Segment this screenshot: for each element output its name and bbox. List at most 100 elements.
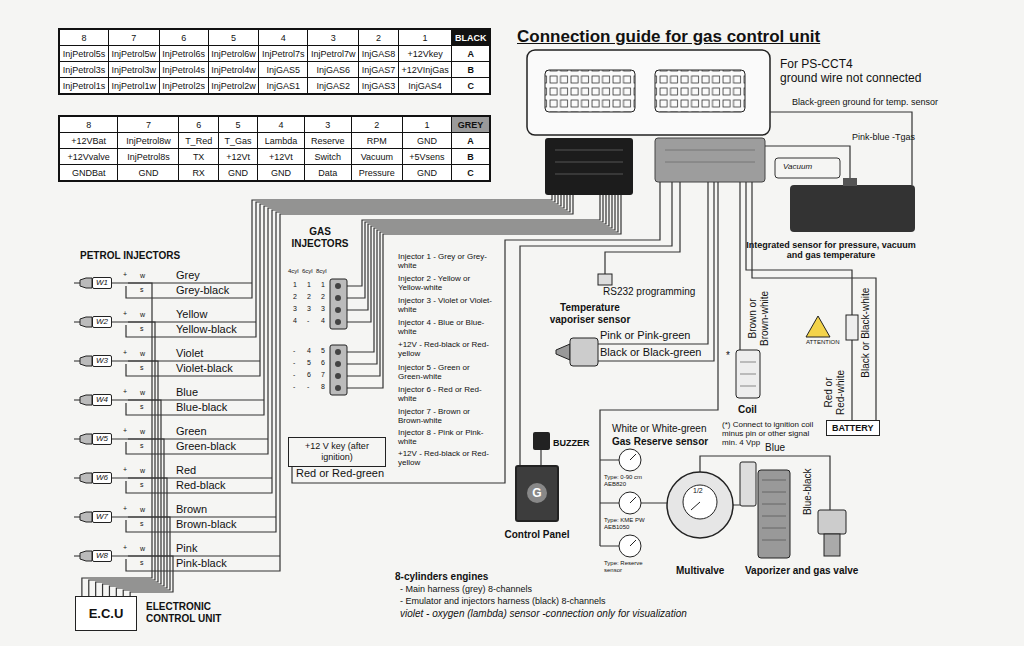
pin-name: 3 <box>325 120 330 130</box>
text-label: Integrated sensor for pressure, vacuum a… <box>742 240 920 261</box>
table-cell: InjGAS2 <box>308 78 359 95</box>
pin-name: GND <box>271 168 291 178</box>
node-text: W7 <box>96 512 108 521</box>
pin-name: 6 <box>196 120 201 130</box>
table-cell: B <box>452 149 490 165</box>
text-label: - <box>293 359 295 367</box>
pin-name: Vacuum <box>361 152 393 162</box>
text-label: s <box>140 286 144 294</box>
text-label: Type: Reserve sensor <box>604 560 656 574</box>
pin-table: 87654321GREY+12VBatInjPetrol8wT_RedT_Gas… <box>58 115 491 182</box>
text-label: 8cyl <box>316 268 327 275</box>
text-label: + <box>123 466 127 474</box>
text-label: w <box>140 506 145 514</box>
text-label: w <box>140 389 145 397</box>
pin-table: 87654321BLACKInjPetrol5sInjPetrol5wInjPe… <box>58 28 491 95</box>
text-label: 3 <box>321 305 325 313</box>
table-cell: 2 <box>352 116 403 133</box>
pin-name: T_Red <box>185 136 212 146</box>
injector-nozzle <box>80 278 92 288</box>
pin-name: InjGAS2 <box>316 81 350 91</box>
text-label: Blue-black <box>802 464 814 520</box>
text-label: Injector 3 - Violet or Violet-white <box>398 296 496 314</box>
table-cell: Lambda <box>258 133 304 149</box>
pin-name: Lambda <box>265 136 298 146</box>
gas-rail <box>330 345 347 395</box>
text-label: Multivalve <box>676 565 724 577</box>
gauge-needle <box>630 454 636 546</box>
injector-box: W3 <box>92 355 112 367</box>
injector-box: W6 <box>92 472 112 484</box>
text-label: For PS-CCT4 <box>780 58 853 72</box>
connector-ridge <box>665 150 755 162</box>
injector-box: W2 <box>92 316 112 328</box>
text-label: + <box>123 505 127 513</box>
text-label: 1 <box>307 281 311 289</box>
table-cell: InjPetrol7w <box>308 46 359 62</box>
pin-name: B <box>467 152 474 162</box>
wire <box>126 195 567 493</box>
text-label: - <box>293 371 295 379</box>
wire <box>540 450 541 465</box>
injector-nozzle <box>80 551 92 561</box>
table-row: 87654321GREY <box>59 116 490 133</box>
text-label: Brown or Brown-white <box>747 286 770 350</box>
wire <box>739 182 740 350</box>
table-cell: 8 <box>59 29 108 46</box>
table-cell: +12Vkey <box>398 46 452 62</box>
table-cell: 3 <box>304 116 351 133</box>
node-text: G <box>527 483 547 503</box>
text-label: +12V - Red-black or Red-yellow <box>398 340 496 358</box>
table-cell: InjPetrol2s <box>159 78 208 95</box>
table-cell: InjGAS4 <box>398 78 452 95</box>
node-text: W1 <box>96 278 108 287</box>
text-label: 1/2 <box>693 487 703 495</box>
pin-name: 7 <box>146 120 151 130</box>
text-label: Grey <box>176 269 200 282</box>
text-label: s <box>140 364 144 372</box>
node-text: W6 <box>96 473 108 482</box>
pin-name: Data <box>318 168 337 178</box>
vaporizer-plug <box>740 462 756 506</box>
node-text: W3 <box>96 356 108 365</box>
wire <box>347 195 618 376</box>
pin-name: GND <box>417 136 437 146</box>
text-label: Injector 5 - Green or Green-white <box>398 363 496 381</box>
text-label: Injector 8 - Pink or Pink-white <box>398 428 496 446</box>
text-label: Red-black <box>176 479 226 492</box>
pin-name: InjPetrol4s <box>162 65 205 75</box>
table-cell: +12Vt <box>218 149 257 165</box>
pin-name: GND <box>417 168 437 178</box>
table-cell: Vacuum <box>352 149 403 165</box>
pin-name: InjPetrol5w <box>112 49 157 59</box>
text-label: Pink <box>176 542 197 555</box>
injector-nozzle <box>80 395 92 405</box>
wire <box>347 195 606 310</box>
buzzer <box>533 432 550 450</box>
text-label: 3 <box>307 305 311 313</box>
rail-injector <box>335 385 341 391</box>
table-cell: InjGAS7 <box>359 62 399 78</box>
pin-name: Switch <box>315 152 342 162</box>
table-cell: T_Gas <box>218 133 257 149</box>
text-label: + <box>123 544 127 552</box>
pin-name: 8 <box>86 120 91 130</box>
text-label: GAS INJECTORS <box>285 226 355 249</box>
table-cell: A <box>452 133 490 149</box>
text-label: Type: 0-90 cm AEB820 <box>604 474 656 488</box>
text-label: + <box>123 310 127 318</box>
text-label: s <box>140 325 144 333</box>
pin-name: InjPetrol4w <box>211 65 256 75</box>
wire <box>600 182 718 546</box>
wire <box>605 182 680 274</box>
rail-injector <box>335 319 341 325</box>
table-row: InjPetrol5sInjPetrol5wInjPetrol6sInjPetr… <box>59 46 490 62</box>
pin-name: TX <box>193 152 205 162</box>
gas-valve <box>818 510 846 534</box>
text-label: Injector 2 - Yellow or Yellow-white <box>398 274 496 292</box>
multivalve-gauge <box>683 485 717 519</box>
pin-name: InjGAS5 <box>267 65 301 75</box>
pin-name: 5 <box>236 120 241 130</box>
node-text: Control Panel <box>504 529 569 540</box>
